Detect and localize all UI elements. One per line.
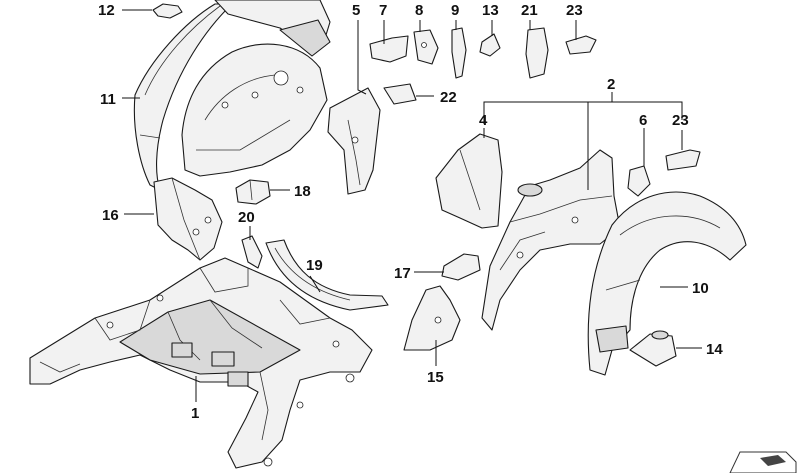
callout-18: 18 bbox=[294, 183, 311, 200]
callout-8: 8 bbox=[415, 2, 423, 19]
callout-13: 13 bbox=[482, 2, 499, 19]
callout-17: 17 bbox=[394, 265, 411, 282]
part-17-bracket[interactable] bbox=[441, 253, 481, 281]
callout-labels: 12 11 16 18 20 19 5 7 8 9 13 21 23 22 2 … bbox=[98, 2, 723, 422]
callout-19: 19 bbox=[306, 257, 323, 274]
callout-16: 16 bbox=[102, 207, 119, 224]
part-20-bracket[interactable] bbox=[241, 235, 263, 269]
callout-20: 20 bbox=[238, 209, 255, 226]
callout-2: 2 bbox=[607, 76, 615, 93]
callout-14: 14 bbox=[706, 341, 723, 358]
callout-6: 6 bbox=[639, 112, 647, 129]
callout-15: 15 bbox=[427, 369, 444, 386]
callout-23-top: 23 bbox=[566, 2, 583, 19]
callout-23-right: 23 bbox=[672, 112, 689, 129]
callout-7: 7 bbox=[379, 2, 387, 19]
part-14-mount[interactable] bbox=[629, 330, 677, 367]
part-16-bracket[interactable] bbox=[153, 177, 223, 261]
part-4-panel[interactable] bbox=[435, 133, 503, 229]
part-1-subframe[interactable] bbox=[29, 257, 373, 469]
part-22-bracket[interactable] bbox=[383, 83, 417, 105]
callout-1: 1 bbox=[191, 405, 199, 422]
callout-12: 12 bbox=[98, 2, 115, 19]
callout-21: 21 bbox=[521, 2, 538, 19]
part-11-wheel-arch-panel[interactable] bbox=[133, 3, 233, 191]
leader-lines bbox=[122, 9, 702, 402]
inner-wheelhouse-left[interactable] bbox=[181, 0, 331, 177]
callout-4: 4 bbox=[479, 112, 488, 129]
callout-11: 11 bbox=[100, 91, 116, 108]
part-21-bracket[interactable] bbox=[525, 27, 549, 79]
callout-22: 22 bbox=[440, 89, 457, 106]
part-13-bracket[interactable] bbox=[479, 33, 501, 57]
part-9-bracket[interactable] bbox=[451, 27, 467, 79]
part-8-bracket[interactable] bbox=[413, 29, 439, 65]
callout-5: 5 bbox=[352, 2, 360, 19]
callout-9: 9 bbox=[451, 2, 459, 19]
part-19-rail[interactable] bbox=[265, 239, 389, 311]
part-6-bracket[interactable] bbox=[627, 165, 651, 197]
catalog-page-corner-icon bbox=[729, 451, 797, 473]
part-10-wheel-arch-liner[interactable] bbox=[587, 191, 747, 376]
part-23-bracket-right[interactable] bbox=[665, 149, 701, 171]
part-12-clip[interactable] bbox=[152, 3, 183, 19]
part-18-bracket[interactable] bbox=[235, 179, 271, 205]
part-2-side-member[interactable] bbox=[481, 149, 621, 331]
part-15-bracket[interactable] bbox=[403, 285, 461, 351]
part-5-panel[interactable] bbox=[327, 87, 381, 195]
part-7-bracket[interactable] bbox=[369, 35, 409, 63]
callout-10: 10 bbox=[692, 280, 709, 297]
part-23-bracket-top[interactable] bbox=[565, 35, 597, 55]
